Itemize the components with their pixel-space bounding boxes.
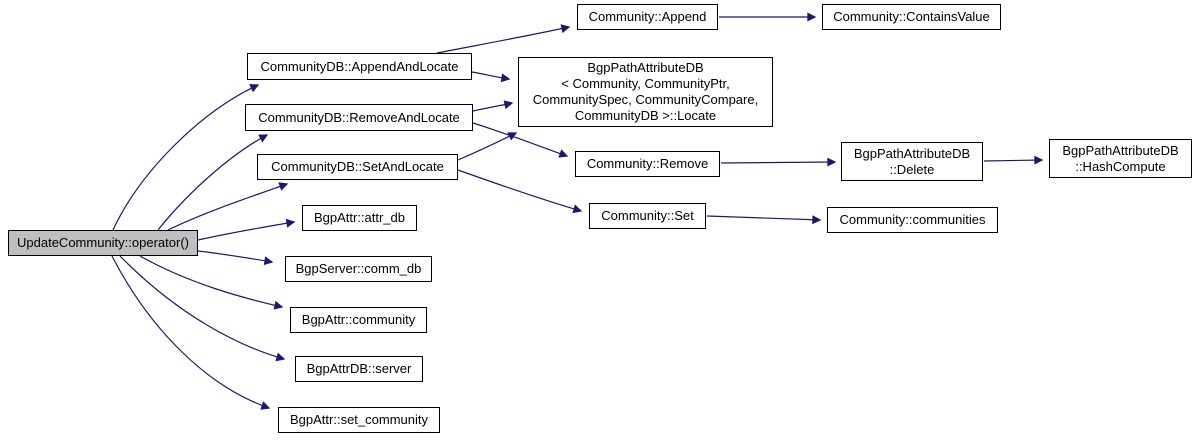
edge-appendandlocate-to-append [436, 24, 571, 54]
edge-setandlocate-to-set [457, 169, 583, 214]
edge-remove-to-delete [720, 157, 837, 167]
edge-operator-to-commdb [197, 250, 274, 266]
node-bgppathattributedb-hashcompute[interactable]: BgpPathAttributeDB ::HashCompute [1049, 139, 1192, 178]
node-community-set[interactable]: Community::Set [589, 203, 706, 229]
edge-setandlocate-to-locate [457, 132, 518, 161]
edge-operator-to-community [139, 255, 284, 310]
node-bgpattrdb-server[interactable]: BgpAttrDB::server [295, 356, 423, 382]
node-communitydb-setandlocate[interactable]: CommunityDB::SetAndLocate [257, 154, 458, 180]
edge-removeandlocate-to-remove [472, 122, 569, 158]
node-bgpattr-set-community[interactable]: BgpAttr::set_community [278, 407, 440, 433]
node-bgppathattributedb-delete[interactable]: BgpPathAttributeDB ::Delete [841, 142, 983, 181]
node-bgpserver-comm-db[interactable]: BgpServer::comm_db [285, 256, 432, 282]
edge-operator-to-setcommunity [111, 255, 271, 410]
edge-operator-to-removeandlocate [157, 134, 269, 231]
edge-operator-to-appendandlocate [112, 84, 260, 231]
edge-appendandlocate-to-locate [471, 71, 511, 83]
node-community-remove[interactable]: Community::Remove [575, 151, 720, 177]
node-bgpattr-attr-db[interactable]: BgpAttr::attr_db [302, 205, 417, 231]
edge-removeandlocate-to-locate [472, 100, 514, 112]
edge-set-to-communities [706, 215, 822, 225]
edge-operator-to-server [119, 255, 286, 362]
node-communitydb-removeandlocate[interactable]: CommunityDB::RemoveAndLocate [245, 104, 473, 131]
node-community-communities[interactable]: Community::communities [827, 207, 998, 233]
edge-operator-to-setandlocate [167, 182, 289, 231]
node-bgppathattributedb-locate[interactable]: BgpPathAttributeDB < Community, Communit… [518, 57, 773, 127]
node-bgpattr-community[interactable]: BgpAttr::community [290, 307, 427, 333]
edge-operator-to-attrdb [197, 218, 296, 241]
node-community-containsvalue[interactable]: Community::ContainsValue [822, 4, 1001, 30]
node-communitydb-appendandlocate[interactable]: CommunityDB::AppendAndLocate [247, 53, 472, 80]
edge-delete-to-hashcompute [983, 155, 1044, 165]
node-community-append[interactable]: Community::Append [577, 4, 718, 30]
node-update-community-operator: UpdateCommunity::operator() [8, 230, 198, 256]
